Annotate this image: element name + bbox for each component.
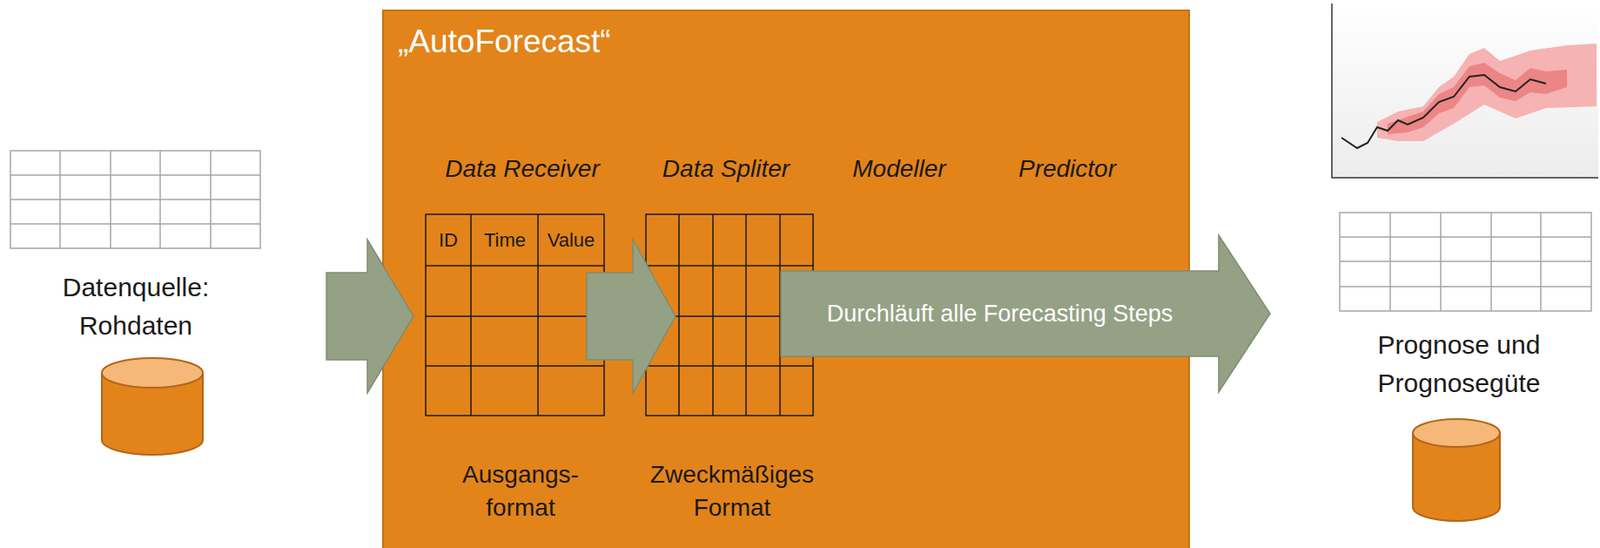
step-label: Modeller [829, 153, 969, 185]
node-text: Value [538, 228, 604, 253]
data-receiver: Data ReceiverIDTimeValueAusgangs- format [409, 147, 623, 523]
data-splitter: Data SpliterZweckmäßiges Format [631, 147, 827, 523]
node-title: Data Spliter [630, 153, 822, 185]
node-title: Prognose und Prognosegüte [1350, 325, 1568, 403]
forecast-chart [1331, 3, 1599, 178]
table-grid [425, 214, 605, 416]
node-text: ID [426, 228, 471, 253]
node-title: „AutoForecast“ [397, 22, 764, 61]
table-icon [1339, 212, 1592, 311]
block-arrow [586, 239, 676, 393]
database-cylinder [1412, 418, 1500, 521]
data-source: Datenquelle: Rohdaten [8, 147, 263, 462]
step-label: Predictor [997, 153, 1137, 185]
arrow-label: Durchläuft alle Forecasting Steps [786, 299, 1214, 328]
forecast-output: Prognose und Prognosegüte [1323, 5, 1600, 528]
node-title: Data Receiver [417, 153, 627, 185]
block-arrow [326, 239, 414, 393]
database-cylinder [101, 357, 203, 455]
autoforecast-panel: „AutoForecast“ Data ReceiverIDTimeValueAu… [383, 10, 1190, 548]
table-icon [10, 150, 261, 249]
node-text: Time [472, 228, 538, 253]
node-text: Zweckmäßiges Format [640, 457, 824, 525]
node-text: Ausgangs- format [446, 457, 595, 525]
node-title: Datenquelle: Rohdaten [26, 268, 245, 345]
block-arrow [780, 235, 1271, 392]
